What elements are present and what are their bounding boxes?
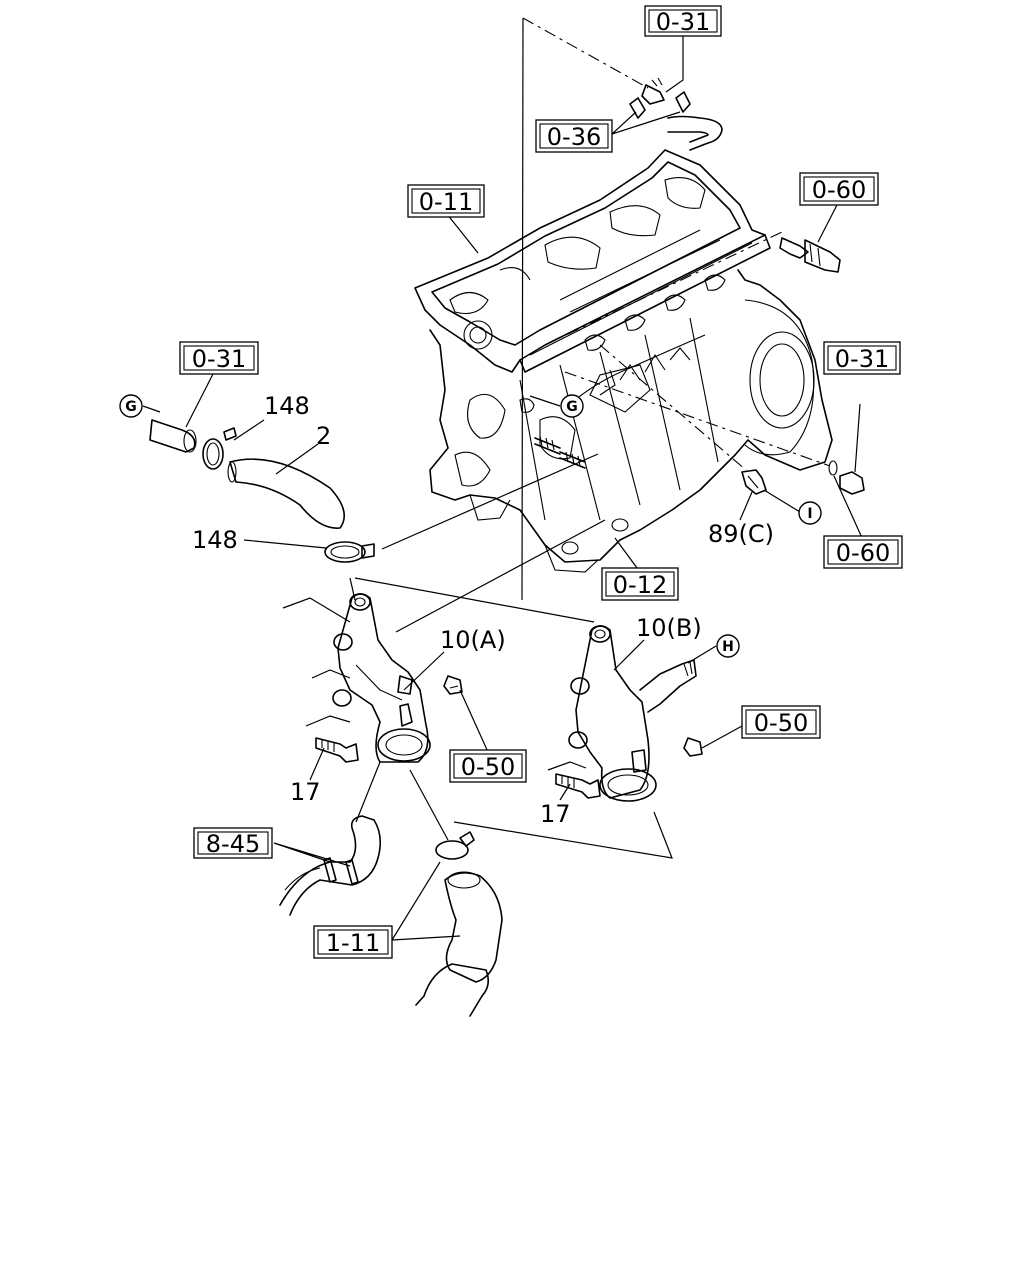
part-label-148-top: 148 bbox=[264, 392, 310, 420]
thermostat-housing-10a bbox=[282, 593, 463, 763]
ref-box-0-50-a: 0-50 bbox=[449, 749, 527, 783]
ref-box-0-50-b: 0-50 bbox=[741, 705, 821, 739]
ref-label: 0-31 bbox=[835, 345, 889, 373]
thermostat-housing-10b bbox=[547, 625, 703, 802]
connector-g-left: G bbox=[119, 394, 143, 418]
ref-box-0-31-right: 0-31 bbox=[823, 341, 901, 375]
connector-i: I bbox=[798, 501, 822, 525]
connector-g-block: G bbox=[560, 394, 584, 418]
ref-label: 0-36 bbox=[547, 123, 601, 151]
ref-box-0-31-top: 0-31 bbox=[644, 5, 722, 37]
ref-box-1-11: 1-11 bbox=[313, 925, 393, 959]
part-label-148-left: 148 bbox=[192, 526, 238, 554]
part-label-17-a: 17 bbox=[290, 778, 321, 806]
part-label-89c: 89(C) bbox=[708, 520, 774, 548]
part-label-10b: 10(B) bbox=[636, 614, 702, 642]
connector-letter: G bbox=[125, 399, 137, 415]
connector-letter: I bbox=[807, 506, 812, 522]
ref-label: 8-45 bbox=[206, 830, 260, 858]
leader-lines bbox=[142, 17, 864, 941]
water-hose-2 bbox=[149, 419, 375, 563]
ref-label: 0-11 bbox=[419, 188, 473, 216]
ref-label: 0-60 bbox=[812, 176, 866, 204]
connector-letter: G bbox=[566, 399, 578, 415]
temperature-sensor-top bbox=[779, 237, 841, 273]
ref-label: 0-50 bbox=[461, 753, 515, 781]
fitting-89c bbox=[741, 469, 767, 495]
ref-box-0-11: 0-11 bbox=[407, 184, 485, 218]
ref-box-8-45: 8-45 bbox=[193, 827, 273, 859]
ref-label: 0-50 bbox=[754, 709, 808, 737]
ref-box-0-60-top: 0-60 bbox=[799, 172, 879, 206]
ref-label: 0-31 bbox=[192, 345, 246, 373]
connector-letter: H bbox=[722, 639, 734, 655]
ref-label: 0-12 bbox=[613, 571, 667, 599]
ref-label: 0-60 bbox=[836, 539, 890, 567]
part-label-10a: 10(A) bbox=[440, 626, 506, 654]
bypass-hose-top bbox=[629, 77, 723, 151]
lower-hoses bbox=[279, 815, 503, 1017]
ref-box-0-60-right: 0-60 bbox=[823, 535, 903, 569]
engine-block bbox=[414, 149, 833, 573]
ref-label: 1-11 bbox=[326, 929, 380, 957]
connector-h: H bbox=[716, 634, 740, 658]
ref-box-0-36: 0-36 bbox=[535, 119, 613, 153]
part-label-17-b: 17 bbox=[540, 800, 571, 828]
part-label-2: 2 bbox=[316, 422, 331, 450]
ref-box-0-12: 0-12 bbox=[601, 567, 679, 601]
ref-box-0-31-left: 0-31 bbox=[179, 341, 259, 375]
ref-label: 0-31 bbox=[656, 8, 710, 36]
